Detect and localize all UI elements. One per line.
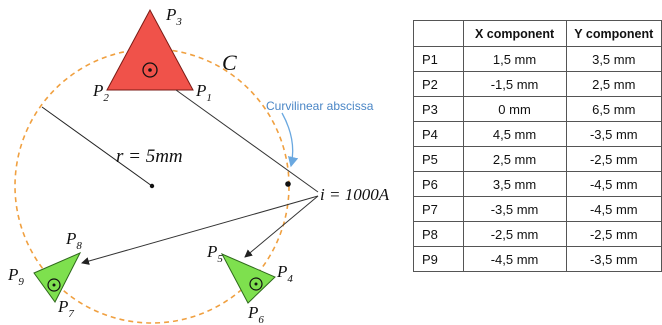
point-name-cell: P6 [413, 171, 464, 197]
x-value-cell: 0 mm [462, 96, 567, 122]
point-label-p1: P1 [195, 81, 212, 104]
green-conductor-left [33, 251, 82, 303]
x-value-cell: -4,5 mm [462, 246, 567, 272]
header-y-component: Y component [565, 20, 662, 47]
x-value-cell: 1,5 mm [462, 46, 567, 72]
red-conductor [106, 8, 194, 91]
x-value-cell: 3,5 mm [462, 171, 567, 197]
y-value-cell: -3,5 mm [565, 246, 662, 272]
point-label-p3: P3 [165, 5, 182, 28]
table-row: P9-4,5 mm-3,5 mm [413, 246, 662, 272]
y-value-cell: -3,5 mm [565, 121, 662, 147]
radius-label: r = 5mm [116, 146, 183, 167]
green-left-dot-symbol [47, 278, 61, 292]
y-value-cell: -4,5 mm [565, 171, 662, 197]
point-name-cell: P1 [413, 46, 464, 72]
x-value-cell: 2,5 mm [462, 146, 567, 172]
center-dot [149, 183, 155, 189]
x-value-cell: -2,5 mm [462, 221, 567, 247]
point-label-p5: P5 [206, 242, 223, 265]
point-name-cell: P5 [413, 146, 464, 172]
y-value-cell: -4,5 mm [565, 196, 662, 222]
y-value-cell: -2,5 mm [565, 146, 662, 172]
point-name-cell: P9 [413, 246, 464, 272]
y-value-cell: 3,5 mm [565, 46, 662, 72]
x-value-cell: 4,5 mm [462, 121, 567, 147]
x-value-cell: -3,5 mm [462, 196, 567, 222]
current-arrow-left [81, 195, 319, 265]
current-arrow-right [244, 195, 319, 258]
header-blank [413, 20, 464, 47]
point-label-p9: P9 [7, 265, 24, 288]
y-value-cell: 6,5 mm [565, 96, 662, 122]
table-row: P8-2,5 mm-2,5 mm [413, 221, 662, 247]
green-right-dot-symbol [249, 277, 263, 291]
y-value-cell: 2,5 mm [565, 71, 662, 97]
point-label-p4: P4 [276, 262, 293, 285]
y-value-cell: -2,5 mm [565, 221, 662, 247]
x-value-cell: -1,5 mm [462, 71, 567, 97]
contour-label: C [222, 50, 237, 75]
abscissa-label: Curvilinear abscissa [266, 99, 374, 113]
point-name-cell: P3 [413, 96, 464, 122]
green-right-dot-center [254, 282, 258, 286]
conductor-diagram: C r = 5mm i = 1000A Curvilinear abscissa… [7, 5, 390, 325]
red-conductor-dot-center [148, 68, 152, 72]
point-label-p6: P6 [247, 303, 264, 325]
red-conductor-dot-symbol [142, 62, 158, 78]
current-line-red [175, 89, 319, 193]
point-name-cell: P7 [413, 196, 464, 222]
point-name-cell: P8 [413, 221, 464, 247]
point-label-p8: P8 [65, 229, 82, 252]
table-row: P7-3,5 mm-4,5 mm [413, 196, 662, 222]
green-conductor-right [220, 252, 276, 304]
current-label: i = 1000A [320, 185, 390, 204]
evaluation-point [285, 181, 291, 187]
radius-line [41, 106, 153, 187]
point-label-p7: P7 [57, 297, 74, 320]
point-name-cell: P2 [413, 71, 464, 97]
point-name-cell: P4 [413, 121, 464, 147]
point-label-p2: P2 [92, 81, 109, 104]
header-x-component: X component [462, 20, 567, 47]
green-left-dot-center [52, 283, 56, 287]
abscissa-arrow [281, 112, 299, 168]
table-header-row: X component Y component [413, 20, 662, 47]
